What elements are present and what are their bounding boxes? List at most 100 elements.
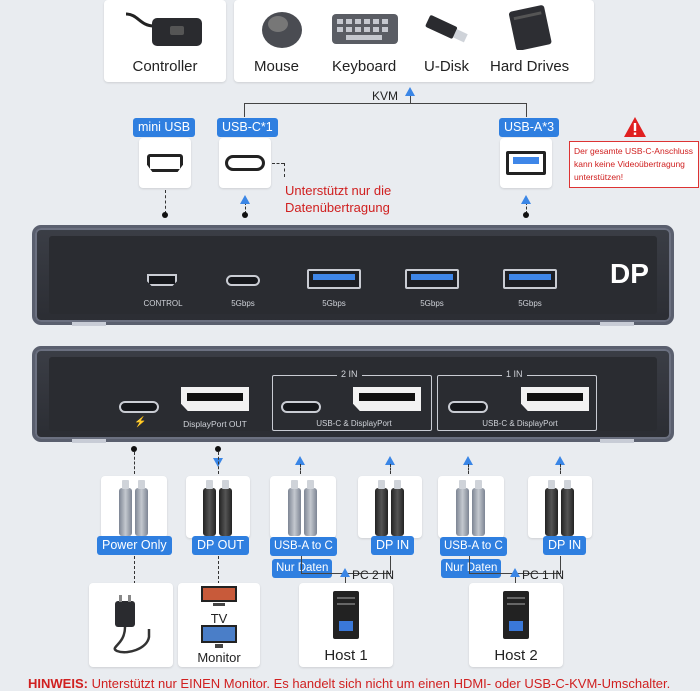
host-2-stem — [345, 574, 346, 584]
connector-usb-c-1 — [468, 464, 469, 474]
tag-usb-a-to-c-1: USB-A to C — [440, 537, 507, 556]
usbc-note-line — [272, 163, 284, 164]
host-1-label: Host 1 — [324, 647, 368, 664]
display-card: TV Monitor — [178, 583, 260, 667]
arrow-dp-in-2 — [385, 456, 395, 465]
host-2-label: Host 2 — [494, 647, 538, 664]
host-2-pc-icon — [503, 591, 529, 639]
usbc-note-line2: Datenübertragung — [285, 200, 390, 215]
footer-text: Unterstützt nur EINEN Monitor. Es handel… — [87, 676, 671, 691]
group-2-in-title: 2 IN — [337, 369, 362, 379]
usb-c-port-card — [219, 138, 271, 188]
connector-dp-out — [218, 452, 219, 474]
usb-a-port-card — [500, 138, 552, 188]
back-panel: ⚡ DisplayPort OUT 2 IN USB-C & DisplayPo… — [32, 346, 674, 442]
arrow-dp-in-1 — [555, 456, 565, 465]
peripheral-label-hard-drives: Hard Drives — [490, 58, 570, 75]
arrow-usb-c-1 — [463, 456, 473, 465]
peripheral-label-udisk: U-Disk — [424, 58, 469, 75]
hard-drive-icon — [509, 5, 552, 50]
controller-icon — [125, 12, 202, 46]
arrow-usb-c-2 — [295, 456, 305, 465]
front-usb-a-socket-3 — [503, 269, 557, 289]
warning-note-line2: kann keine Videoübertragung — [574, 159, 685, 169]
cable-dp-out-icon — [203, 480, 216, 536]
cable-card-dp-in-2 — [358, 476, 422, 538]
cable-card-dp-in-1 — [528, 476, 592, 538]
tag-usb-a-to-c-2: USB-A to C — [270, 537, 337, 556]
dot-power — [131, 446, 137, 452]
tag-usb-c: USB-C*1 — [217, 118, 278, 137]
usb-a-port-icon — [506, 151, 546, 175]
usb-c-port-icon — [225, 155, 265, 171]
arrow-usb-a — [521, 195, 531, 204]
kvm-stem — [410, 90, 411, 103]
host-2-arrow-icon — [340, 568, 350, 577]
tag-dp-out: DP OUT — [192, 536, 249, 555]
cable-dp-in-1-icon — [545, 480, 558, 536]
cable-dp-in-2-icon — [375, 480, 388, 536]
group-1-in-title: 1 IN — [502, 369, 527, 379]
connector-usb-a — [526, 202, 527, 214]
dot-dp-out — [215, 446, 221, 452]
dot-mini-usb — [162, 212, 168, 218]
tv-icon — [201, 586, 237, 606]
warning-note-line1: Der gesamte USB-C-Anschluss — [574, 146, 694, 156]
mouse-icon — [262, 12, 302, 48]
tag-dp-in-1: DP IN — [543, 536, 587, 555]
warning-icon — [624, 117, 646, 137]
dp-out-label: DisplayPort OUT — [183, 419, 247, 429]
pc-1-in-label: PC 1 IN — [522, 568, 565, 582]
host-1-card: Host 1 — [299, 583, 393, 667]
front-foot-right — [600, 322, 634, 326]
front-usb-c-socket — [226, 275, 260, 286]
cable-card-dp-out — [186, 476, 250, 538]
arrow-usb-c — [240, 195, 250, 204]
front-label-usb-c: 5Gbps — [231, 299, 255, 308]
footer-prefix: HINWEIS: — [28, 676, 88, 691]
usbc-note-line-v — [284, 163, 285, 177]
front-usb-a-socket-2 — [405, 269, 459, 289]
mini-usb-socket — [147, 274, 177, 286]
usb-drive-icon — [425, 15, 468, 43]
tag-power-only: Power Only — [97, 536, 172, 555]
connector-display — [218, 556, 219, 584]
kvm-arrow-icon — [405, 87, 415, 96]
connector-usb-c — [245, 202, 246, 214]
group-1-dp-socket — [521, 387, 589, 411]
kvm-bracket — [244, 103, 527, 117]
front-label-usb-a-3: 5Gbps — [518, 299, 542, 308]
host-2-card: Host 2 — [469, 583, 563, 667]
brand-logo: DP — [610, 258, 649, 289]
keyboard-icon — [332, 14, 398, 44]
cable-usb-a-c-2-icon — [288, 480, 301, 536]
peripheral-label-mouse: Mouse — [254, 58, 300, 75]
host-1-stem — [515, 574, 516, 584]
controller-card: Controller — [104, 0, 226, 82]
power-bolt-icon: ⚡ — [134, 417, 147, 428]
back-foot-right — [600, 439, 634, 443]
connector-dp-in-2 — [390, 464, 391, 474]
cable-power-icon — [119, 480, 132, 536]
front-label-usb-a-2: 5Gbps — [420, 299, 444, 308]
host-1-pc-icon — [333, 591, 359, 639]
host-1-arrow-icon — [510, 568, 520, 577]
group-2-dp-socket — [353, 387, 421, 411]
mini-usb-port-icon — [147, 154, 183, 172]
group-1-usb-c-socket — [448, 401, 488, 413]
monitor-icon — [201, 625, 237, 648]
monitor-label: Monitor — [197, 650, 241, 665]
dot-usb-a — [523, 212, 529, 218]
back-foot-left — [72, 439, 106, 443]
front-panel: CONTROL 5Gbps 5Gbps 5Gbps 5Gbps DP — [32, 225, 674, 325]
power-usb-c-socket — [119, 401, 159, 413]
peripherals-card: Mouse Keyboard U-Disk Hard Drives — [234, 0, 594, 82]
cable-usb-a-c-1-icon — [456, 480, 469, 536]
usbc-note-line1: Unterstützt nur die — [285, 183, 392, 198]
front-foot-left — [72, 322, 106, 326]
connector-power — [134, 452, 135, 474]
tag-usb-a: USB-A*3 — [499, 118, 560, 137]
connector-mini-usb — [165, 190, 166, 214]
kvm-label: KVM — [372, 89, 399, 103]
connector-dp-in-1 — [560, 464, 561, 474]
